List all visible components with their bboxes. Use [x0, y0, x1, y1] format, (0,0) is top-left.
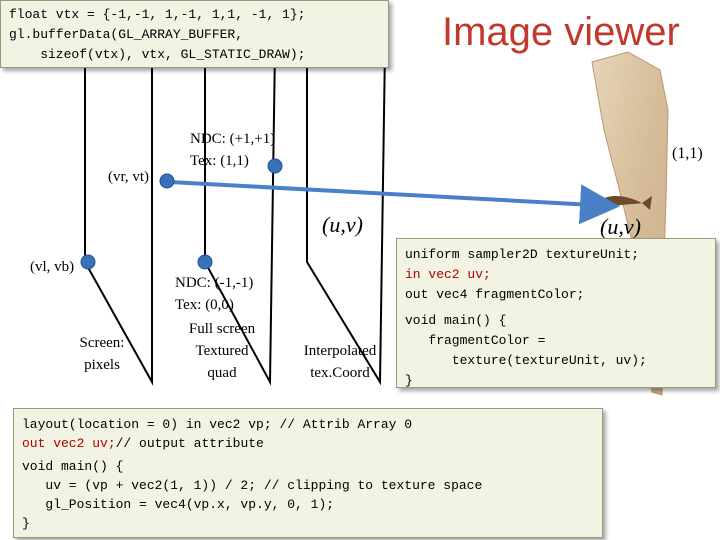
ray-arrow: [169, 180, 620, 225]
label-quad: Full screen Textured quad: [172, 318, 272, 384]
page-title: Image viewer: [442, 10, 680, 54]
code-line: }: [22, 516, 30, 531]
label-vl-vb: (vl, vb): [30, 259, 75, 275]
label-tex-corner: (1,1): [672, 145, 703, 162]
code-line: out vec4 fragmentColor;: [405, 287, 585, 302]
label-screen-line1: Screen:: [79, 335, 125, 351]
code-line: uniform sampler2D textureUnit;: [405, 247, 640, 262]
label-screen-line2: pixels: [84, 357, 120, 373]
label-uv-right: (u,v): [600, 214, 641, 239]
code-line: gl_Position = vec4(vp.x, vp.y, 0, 1);: [22, 497, 335, 512]
code-line: fragmentColor =: [405, 333, 546, 348]
label-quad-line2: Textured: [195, 343, 249, 359]
code-line: sizeof(vtx), vtx, GL_STATIC_DRAW);: [9, 47, 306, 62]
code-line: void main() {: [22, 459, 124, 474]
code-line: texture(textureUnit, uv);: [405, 353, 647, 368]
label-ndc-top-line2: Tex: (1,1): [190, 153, 249, 169]
code-line: out vec2 uv;// output attribute: [22, 434, 594, 453]
screen-plane: [84, 41, 153, 386]
vertex-dot-ndc-bottom: [197, 254, 213, 270]
vertex-dot-ndc-top: [267, 158, 283, 174]
label-quad-line1: Full screen: [188, 321, 256, 337]
code-comment: // output attribute: [115, 436, 264, 451]
label-quad-line3: quad: [207, 365, 237, 381]
label-ndc-bottom-line2: Tex: (0,0): [175, 297, 234, 313]
label-ndc-bottom-line1: NDC: (-1,-1): [175, 275, 254, 291]
code-line: float vtx = {-1,-1, 1,-1, 1,1, -1, 1};: [9, 7, 306, 22]
label-uv-middle: (u,v): [322, 212, 363, 237]
vertex-shader-box: layout(location = 0) in vec2 vp; // Attr…: [13, 408, 603, 538]
label-screen: Screen: pixels: [72, 332, 132, 376]
label-interpolated-line2: tex.Coord: [310, 365, 370, 381]
label-interpolated-line1: Interpolated: [303, 343, 377, 359]
code-keyword: out vec2 uv;: [22, 436, 116, 451]
code-line: void main() {: [405, 313, 507, 328]
label-vr-vt: (vr, vt): [108, 169, 150, 185]
label-ndc-bottom: NDC: (-1,-1) Tex: (0,0): [175, 272, 253, 316]
label-interpolated: Interpolated tex.Coord: [290, 340, 390, 384]
code-line: uv = (vp + vec2(1, 1)) / 2; // clipping …: [22, 478, 483, 493]
code-line-keyword: in vec2 uv;: [405, 267, 491, 282]
label-ndc-top-line1: NDC: (+1,+1): [190, 131, 276, 147]
fragment-shader-box: uniform sampler2D textureUnit; in vec2 u…: [396, 238, 716, 388]
label-ndc-top: NDC: (+1,+1) Tex: (1,1): [190, 128, 275, 172]
code-line: layout(location = 0) in vec2 vp; // Attr…: [22, 417, 413, 432]
code-line: }: [405, 373, 413, 388]
code-line: gl.bufferData(GL_ARRAY_BUFFER,: [9, 27, 244, 42]
vertex-dot-vr-vt: [159, 173, 175, 189]
vertex-dot-vl-vb: [80, 254, 96, 270]
vbo-code-box: float vtx = {-1,-1, 1,-1, 1,1, -1, 1}; g…: [0, 0, 389, 68]
